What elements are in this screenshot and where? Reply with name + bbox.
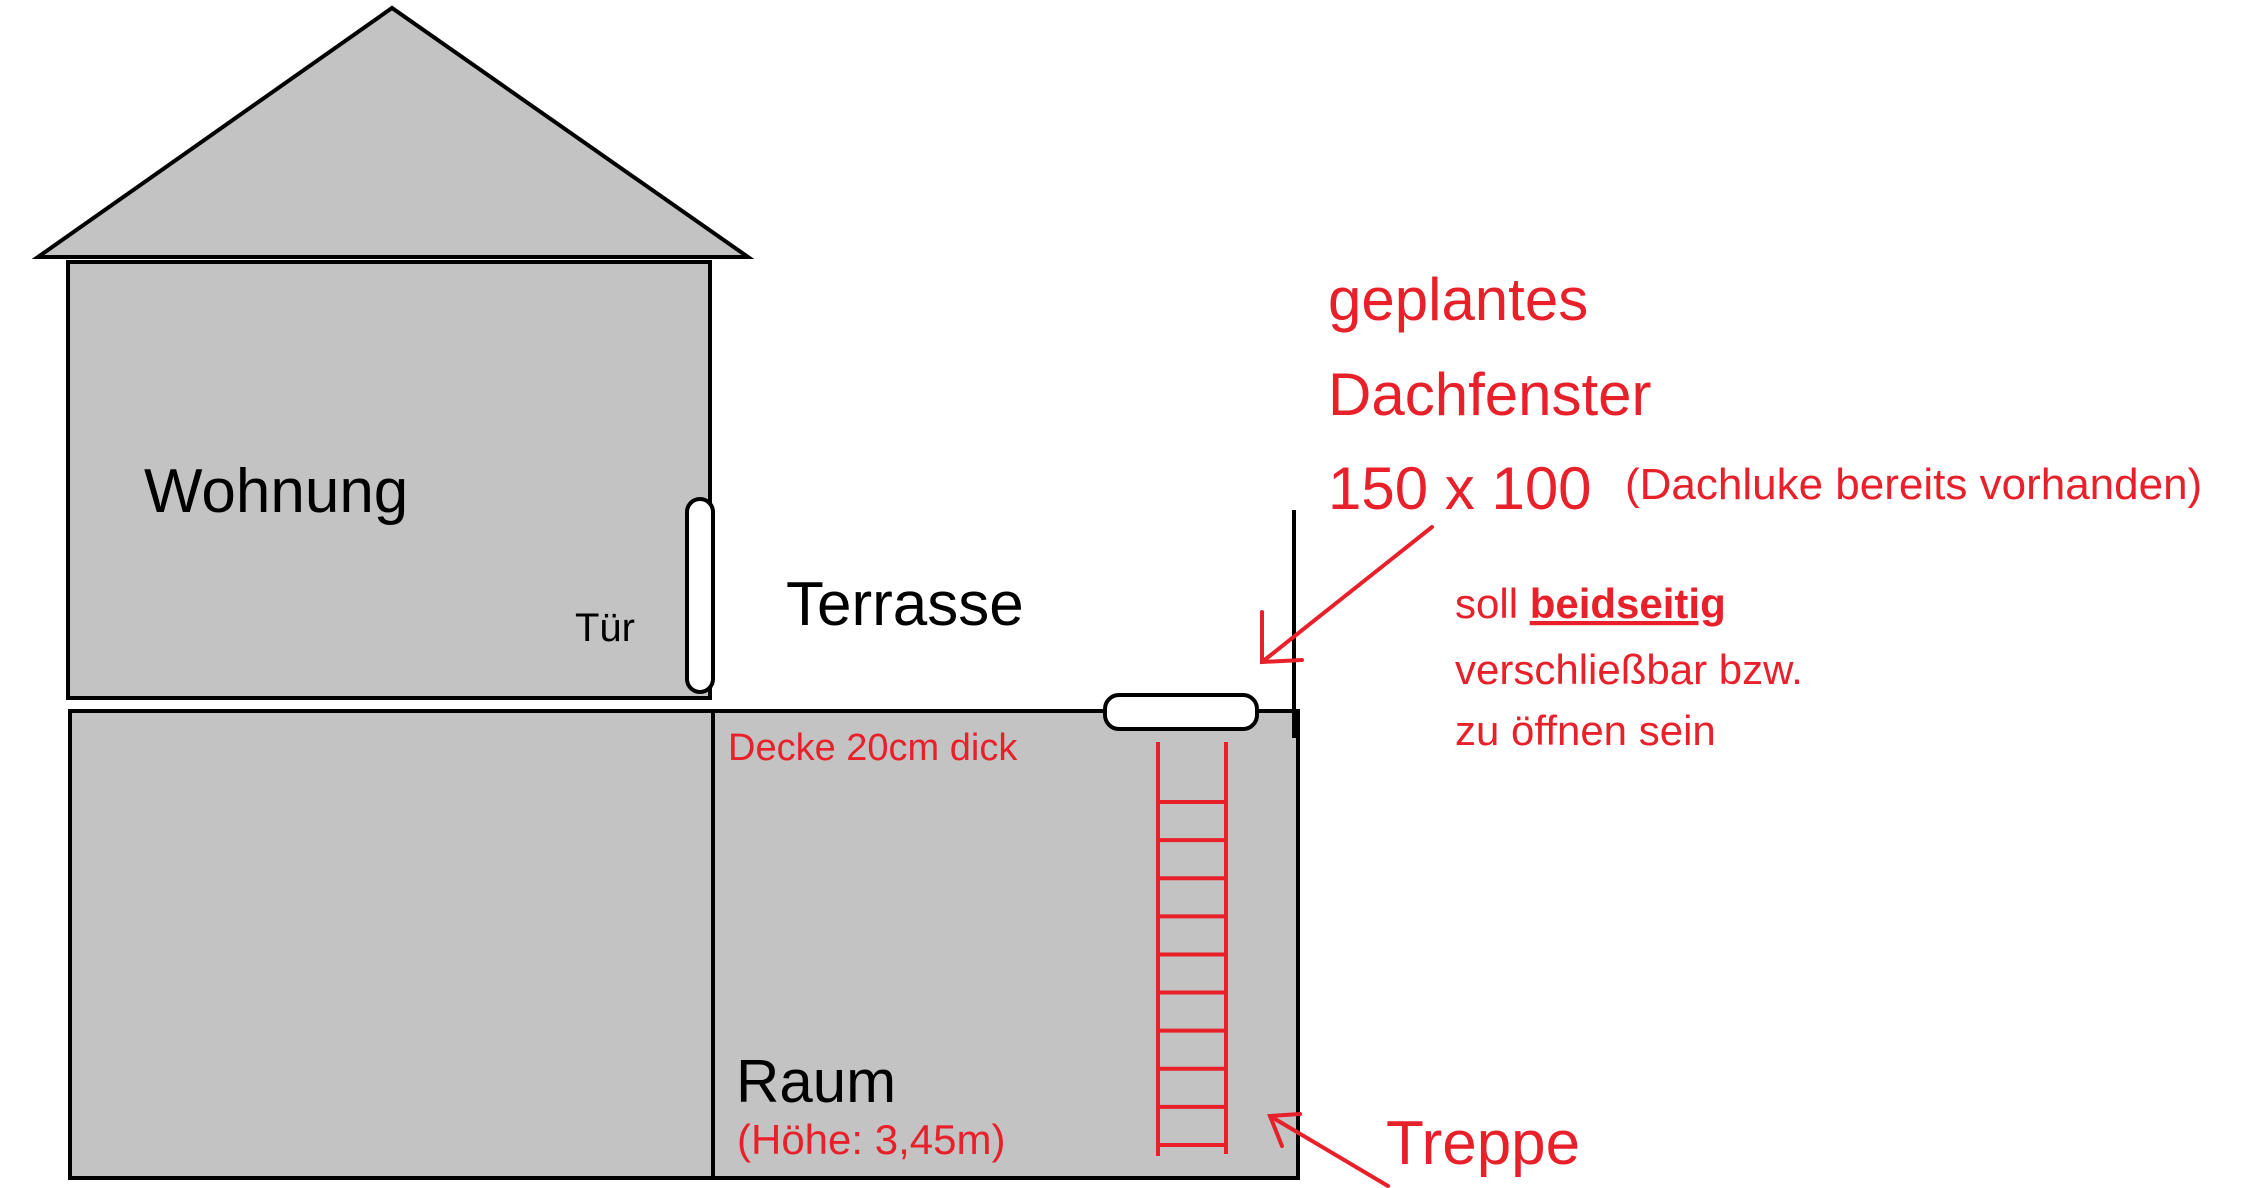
roof-window-label: Dachfenster bbox=[1328, 361, 1652, 428]
lower-floor-left bbox=[68, 709, 715, 1180]
planned-label: geplantes bbox=[1328, 266, 1588, 333]
stairs-label: Treppe bbox=[1386, 1109, 1580, 1178]
door-label: Tür bbox=[575, 606, 635, 650]
room-lower-right bbox=[711, 709, 1300, 1180]
arrow-to-window bbox=[1260, 525, 1434, 665]
arrow-to-ladder bbox=[1267, 1112, 1390, 1188]
window-size-label: 150 x 100 bbox=[1328, 455, 1592, 522]
room-label: Raum bbox=[736, 1048, 896, 1115]
closable-note-line3: zu öffnen sein bbox=[1455, 707, 1716, 754]
ladder bbox=[1156, 742, 1228, 1156]
closable-note-line1: soll beidseitig bbox=[1455, 580, 1726, 627]
closable-note-prefix: soll bbox=[1455, 580, 1530, 627]
hatch-existing-note: (Dachluke bereits vorhanden) bbox=[1625, 460, 2202, 509]
closable-note-bold: beidseitig bbox=[1530, 580, 1726, 627]
closable-note-line2: verschließbar bzw. bbox=[1455, 646, 1803, 693]
door bbox=[685, 497, 715, 694]
roof bbox=[31, 5, 755, 259]
room-height-label: (Höhe: 3,45m) bbox=[737, 1116, 1005, 1163]
apartment-label: Wohnung bbox=[144, 457, 408, 526]
terrace-label: Terrasse bbox=[786, 570, 1024, 639]
apartment-upper-floor bbox=[66, 260, 712, 700]
roof-hatch-window bbox=[1103, 693, 1259, 731]
ceiling-thickness-label: Decke 20cm dick bbox=[728, 727, 1018, 769]
